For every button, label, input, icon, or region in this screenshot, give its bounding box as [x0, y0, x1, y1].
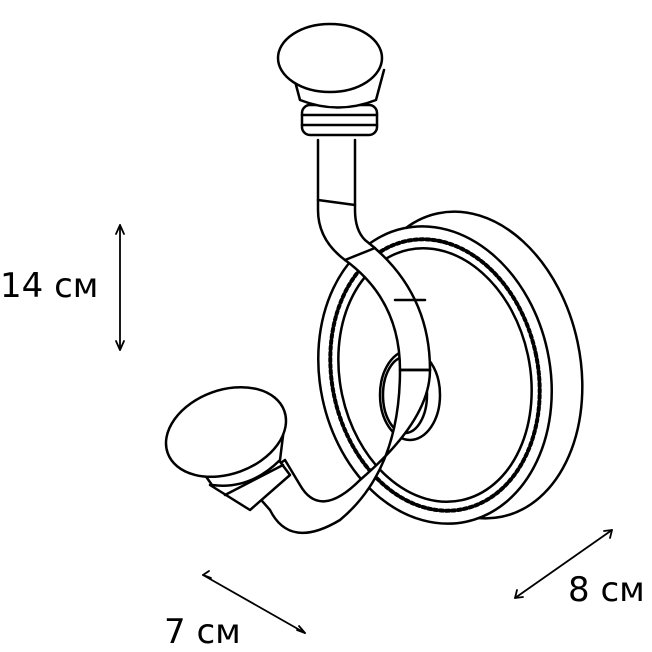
bottom-knob: [164, 385, 292, 512]
hook-arm: [246, 138, 432, 535]
wall-rosette: [317, 210, 584, 525]
dimension-arrow-height: [115, 224, 125, 351]
dimension-arrow-width: [202, 570, 306, 634]
width-dimension-label: 7 см: [164, 612, 241, 652]
top-knob: [276, 22, 386, 137]
height-dimension-label: 14 см: [0, 266, 99, 306]
depth-dimension-label: 8 см: [568, 570, 645, 610]
dimension-arrow-depth: [514, 529, 613, 599]
